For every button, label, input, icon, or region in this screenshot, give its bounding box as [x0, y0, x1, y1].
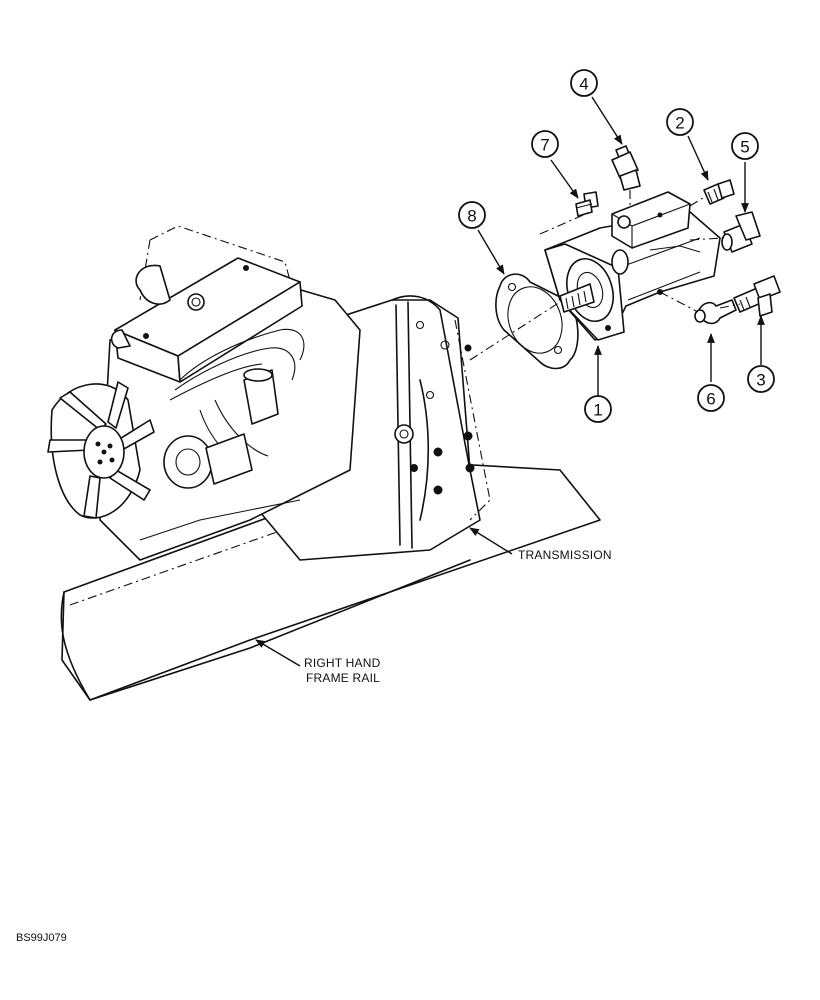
gasket-part-8	[495, 273, 579, 370]
assembly-center-lines	[469, 190, 741, 361]
frame-rail-label-line-1: RIGHT HAND	[304, 656, 381, 670]
callout-8: 8	[458, 201, 486, 229]
callout-3: 3	[747, 365, 775, 393]
transmission-label: TRANSMISSION	[518, 548, 612, 562]
callout-6: 6	[697, 384, 725, 412]
callout-1: 1	[584, 395, 612, 423]
callout-1-number: 1	[593, 401, 602, 420]
drawing-number: BS99J079	[16, 932, 67, 944]
hose-elbow-part-6	[694, 299, 737, 325]
fitting-part-4	[611, 145, 641, 191]
callout-4-number: 4	[579, 75, 588, 94]
callout-leaders	[255, 96, 765, 667]
elbow-fitting-part-5	[721, 211, 761, 253]
callout-5: 5	[731, 132, 759, 160]
frame-rail-label-line-2: FRAME RAIL	[306, 671, 380, 685]
callout-7-number: 7	[540, 136, 549, 155]
bolt-part-7	[575, 191, 599, 217]
callout-8-number: 8	[467, 207, 476, 226]
callout-2: 2	[666, 108, 694, 136]
engine-fan	[47, 381, 155, 519]
callout-7: 7	[531, 130, 559, 158]
callout-6-number: 6	[706, 390, 715, 409]
callout-3-number: 3	[756, 371, 765, 390]
hydraulic-pump-part-1	[544, 191, 721, 341]
tee-fitting-part-3	[733, 275, 781, 317]
callout-2-number: 2	[675, 114, 684, 133]
callout-5-number: 5	[740, 138, 749, 157]
fitting-part-2	[703, 179, 735, 205]
callout-4: 4	[570, 69, 598, 97]
engine	[47, 225, 361, 561]
